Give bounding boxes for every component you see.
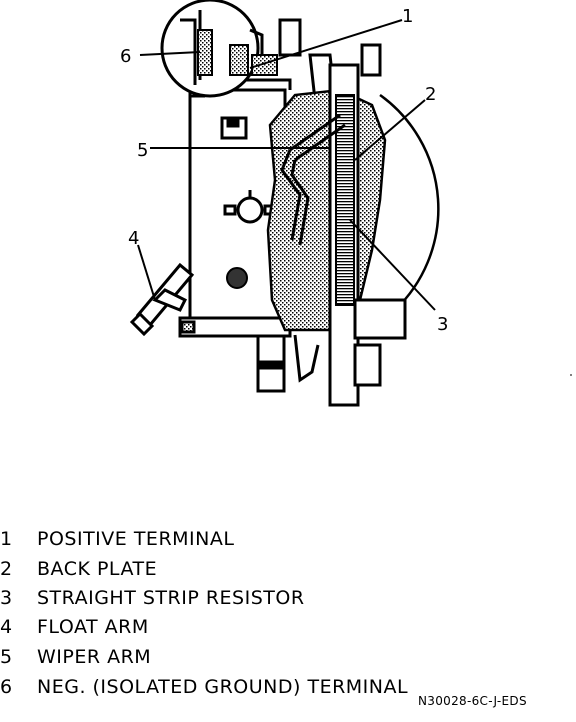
- callout-1: 1: [402, 6, 413, 27]
- legend-label: FLOAT ARM: [37, 616, 149, 638]
- ground-wire: [293, 334, 320, 383]
- callout-2: 2: [425, 84, 436, 105]
- callout-5: 5: [137, 140, 148, 161]
- detail-magnifier: [160, 0, 278, 98]
- legend-number: 6: [0, 676, 13, 698]
- legend-label: POSITIVE TERMINAL: [37, 528, 235, 550]
- callout-4: 4: [128, 228, 139, 249]
- legend-number: 3: [0, 587, 13, 609]
- callout-3: 3: [437, 314, 448, 335]
- leader-lines: [137, 19, 436, 311]
- legend-number: 5: [0, 646, 13, 668]
- fuel-sender-diagram: 1 2 3 4 5 6: [120, 0, 572, 407]
- legend-number: 4: [0, 616, 13, 638]
- legend-label: BACK PLATE: [37, 558, 158, 580]
- figure-code: N30028-6C-J-EDS: [418, 694, 527, 708]
- rivet: [226, 267, 248, 289]
- wiper-arm: [280, 113, 346, 246]
- legend-number: 2: [0, 558, 13, 580]
- back-plate-arc: [379, 93, 440, 311]
- legend-label: NEG. (ISOLATED GROUND) TERMINAL: [37, 676, 409, 698]
- float-arm: [129, 262, 195, 337]
- strip-resistor: [335, 94, 355, 306]
- legend-label: WIPER ARM: [37, 646, 152, 668]
- callout-6: 6: [120, 46, 131, 67]
- legend-label: STRAIGHT STRIP RESISTOR: [37, 587, 305, 609]
- legend-number: 1: [0, 528, 13, 550]
